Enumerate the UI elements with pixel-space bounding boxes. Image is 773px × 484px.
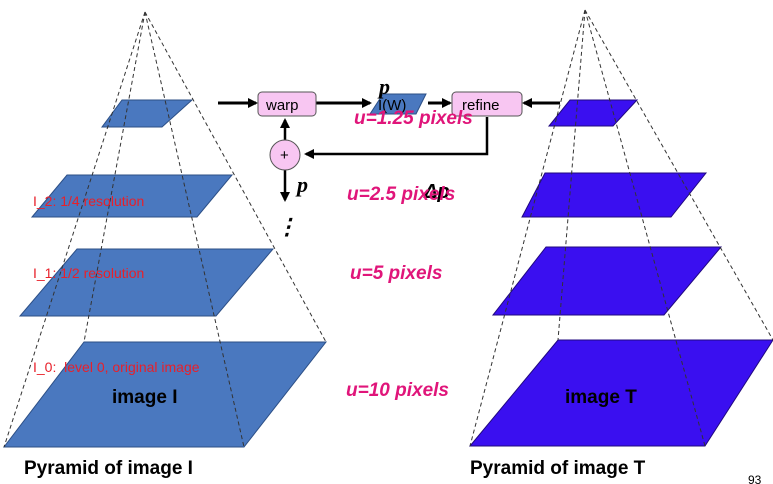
arrow-refine-to-plus bbox=[304, 117, 489, 159]
level-label-i0: I_0: level 0, original image bbox=[33, 359, 200, 375]
image-t-label: image T bbox=[565, 387, 637, 408]
refinement-flow: warp I(W) p refine + p Δp ⋮ bbox=[218, 74, 560, 239]
refine-box bbox=[451, 91, 523, 117]
pyramid-i-level-1 bbox=[18, 248, 275, 317]
page-number: 93 bbox=[748, 473, 762, 484]
motion-labels: u=1.25 pixels u=2.5 pixels u=5 pixels u=… bbox=[346, 108, 473, 401]
motion-label-level-1: u=5 pixels bbox=[350, 263, 442, 284]
motion-label-level-0: u=10 pixels bbox=[346, 380, 449, 401]
warp-label: warp bbox=[265, 97, 299, 114]
pyramid-i-level-0 bbox=[2, 341, 328, 448]
motion-label-level-3: u=1.25 pixels bbox=[354, 108, 473, 129]
plus-node bbox=[269, 139, 301, 171]
iw-label: I(W) bbox=[378, 97, 406, 114]
p-out-label: p bbox=[295, 172, 308, 197]
pyramid-i-level-3 bbox=[101, 99, 194, 128]
refine-label: refine bbox=[462, 97, 500, 114]
level-label-i1: I_1: 1/2 resolution bbox=[33, 265, 144, 281]
pyramid-t-level-0 bbox=[468, 339, 773, 447]
pyramid-t-edges bbox=[469, 9, 773, 447]
warp-box bbox=[257, 91, 317, 117]
p-top-label: p bbox=[377, 74, 390, 99]
pyramid-t-level-3 bbox=[547, 99, 639, 127]
motion-label-level-2: u=2.5 pixels bbox=[347, 184, 455, 205]
pyramid-t-level-2 bbox=[521, 172, 708, 218]
pyramid-t-caption: Pyramid of image T bbox=[470, 458, 646, 479]
delta-p-label: Δp bbox=[423, 181, 450, 203]
pyramid-i-edges bbox=[3, 11, 327, 448]
level-label-i2: I_2: 1/4 resolution bbox=[33, 193, 144, 209]
pyramid-t-level-1 bbox=[491, 246, 723, 316]
pyramid-i-caption: Pyramid of image I bbox=[24, 458, 193, 479]
iw-parallelogram bbox=[369, 93, 427, 115]
pyramid-image-i: I_2: 1/4 resolution I_1: 1/2 resolution … bbox=[2, 11, 328, 479]
ellipsis-label: ⋮ bbox=[276, 214, 298, 239]
plus-label: + bbox=[280, 147, 289, 164]
image-i-label: image I bbox=[112, 387, 177, 408]
pyramid-image-t: image T Pyramid of image T bbox=[468, 9, 773, 479]
